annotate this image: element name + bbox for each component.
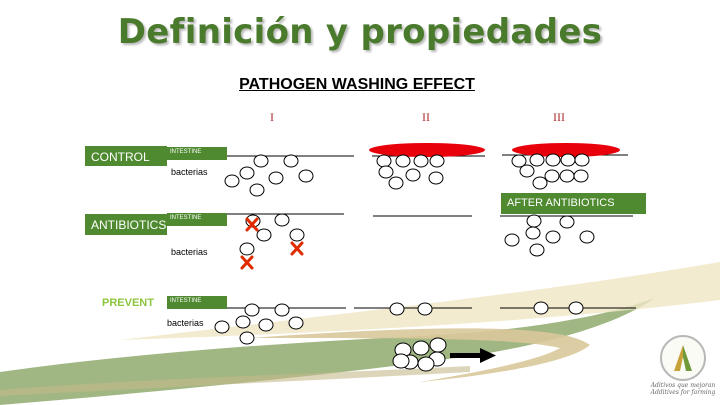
prevent-label: PREVENT [102,297,154,309]
washing-arrow [450,348,496,363]
prevent-intestine-tag: INTESTINE [167,296,227,309]
pathogen-mass-control-2 [369,143,485,157]
slide-title: Definición y propiedades [117,12,603,52]
antibiotics-intestine-tag: INTESTINE [167,213,227,226]
logo-tagline-line1: Aditivos que mejoran [650,382,716,389]
control-bacteria-label: bacterias [171,167,208,177]
antibiotics-label: ANTIBIOTICS [85,214,167,235]
control-label: CONTROL [85,146,167,166]
antibiotics-bacteria-label: bacterias [171,247,208,257]
pathogen-mass-control-3 [512,143,620,157]
control-intestine-tag: INTESTINE [167,147,227,160]
logo-tagline: Aditivos que mejoran Additives for farmi… [646,382,720,396]
column-label-2: II [422,110,430,124]
diagram-subtitle: PATHOGEN WASHING EFFECT [239,76,475,93]
prevent-bacteria-label: bacterias [167,318,204,328]
bacteria [214,153,595,372]
column-label-1: I [270,110,274,124]
column-label-3: III [553,110,565,124]
logo-tagline-line2: Additives for farming [650,389,716,396]
cross-marks [240,217,304,270]
after-antibiotics-label: AFTER ANTIBIOTICS [501,193,646,214]
company-logo [660,335,706,381]
